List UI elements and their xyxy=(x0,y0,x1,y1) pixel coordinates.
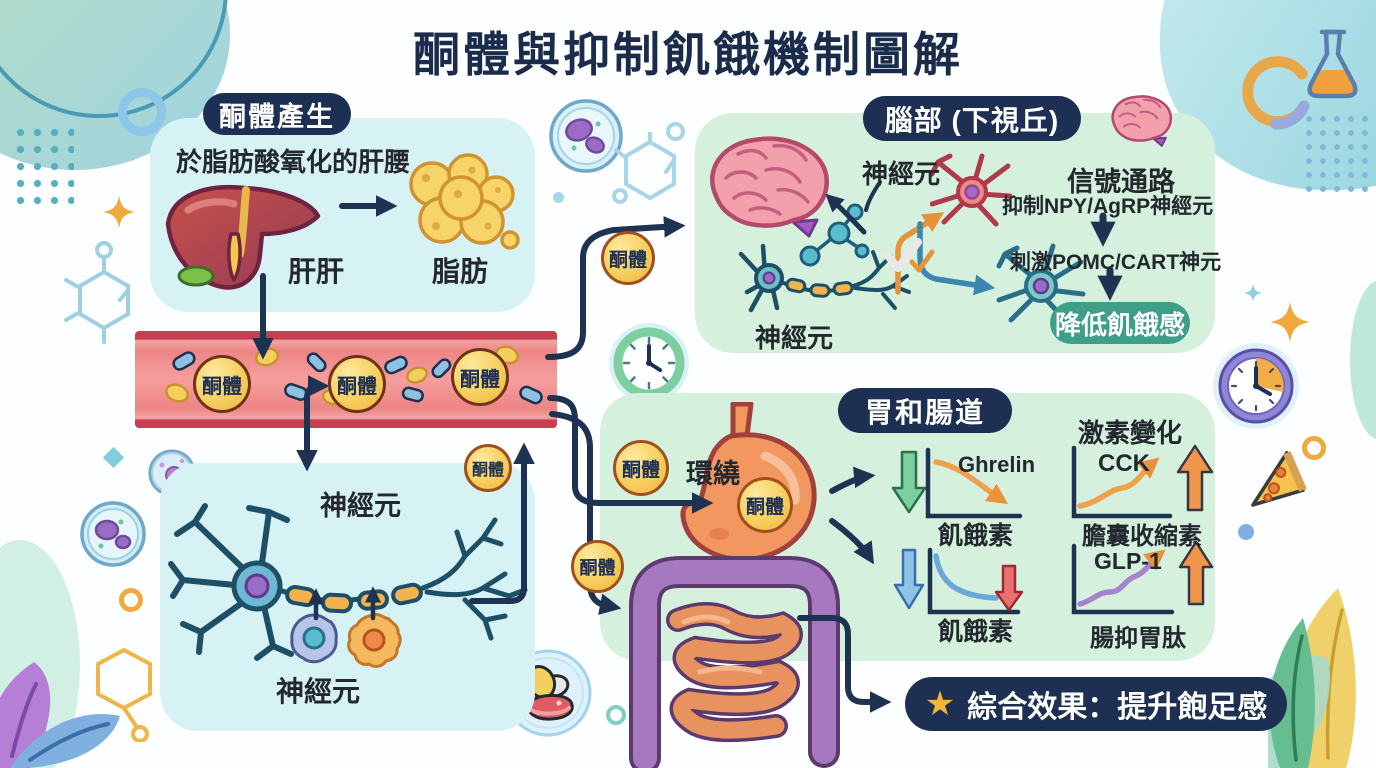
clock-icon-purple xyxy=(1212,342,1300,430)
blob-right-edge xyxy=(1350,280,1376,440)
dot-icon-middle xyxy=(553,192,564,203)
c-ring-icon xyxy=(1238,56,1314,132)
ring-icon-small-middle xyxy=(666,122,685,141)
glial-cell-blue xyxy=(288,612,340,664)
pizza-icon xyxy=(1236,442,1311,516)
fat-cells-illustration xyxy=(398,152,520,264)
ring-icon-orange-right xyxy=(1302,436,1326,460)
red-neuron-illustration xyxy=(930,152,1014,232)
pathway-title: 信號通路 xyxy=(1067,167,1175,197)
hunger-chart xyxy=(922,546,1022,618)
ketone-badge: 酮體 xyxy=(613,440,669,496)
neuron-box-top-label: 神經元 xyxy=(320,491,401,521)
summary-text: 綜合效果：提升飽足感 xyxy=(967,691,1268,724)
production-badge: 酮體產生 xyxy=(203,93,351,135)
dot-grid-top-right xyxy=(1302,112,1376,194)
ghrelin-chart xyxy=(920,446,1024,524)
star-icon: ★ xyxy=(924,685,956,723)
neuron-box-bottom-label: 神經元 xyxy=(276,676,361,707)
glp1-caption: 腸抑胃肽 xyxy=(1090,625,1186,652)
flask-icon xyxy=(1302,28,1364,102)
brain-neuron-illustration xyxy=(733,240,918,320)
brain-illustration xyxy=(698,126,838,256)
ketone-badge: 酮體 xyxy=(571,540,624,593)
page-title: 酮體與抑制飢餓機制圖解 xyxy=(413,28,963,81)
trend-down-arrow-red xyxy=(994,564,1024,612)
ring-icon-teal-bottom xyxy=(606,705,626,725)
sparkle-icon-teal-right xyxy=(1244,284,1262,302)
summary-banner: ★ 綜合效果：提升飽足感 xyxy=(905,677,1287,731)
ghrelin-label: Ghrelin xyxy=(958,452,1036,477)
sparkle-icon xyxy=(103,196,135,228)
trend-down-arrow-blue xyxy=(893,548,925,610)
ketone-badge: 酮體 xyxy=(328,355,386,413)
teal-neuron-illustration xyxy=(995,242,1087,330)
clock-icon-green xyxy=(608,322,690,404)
fat-label: 脂肪 xyxy=(432,256,489,287)
glp1-label: GLP-1 xyxy=(1094,548,1162,574)
circulate-label: 環繞 xyxy=(686,459,740,489)
glp1-chart xyxy=(1066,542,1178,620)
ketone-badge: 酮體 xyxy=(451,348,509,406)
pathway-step-stimulate: 刺激POMC/CART神元 xyxy=(1010,251,1222,274)
ring-icon-orange-left xyxy=(119,588,143,612)
ketone-badge: 酮體 xyxy=(193,355,251,413)
brain-neuron-top-label: 神經元 xyxy=(862,159,941,189)
hormones-title: 激素變化 xyxy=(1078,418,1183,448)
ketone-badge: 酮體 xyxy=(737,477,793,533)
dot-grid-left xyxy=(12,124,74,212)
molecule-icon-orange xyxy=(88,642,160,742)
molecule-icon-top-middle xyxy=(612,132,688,214)
result-badge: 降低飢餓感 xyxy=(1050,302,1190,344)
cell-icon-top-middle xyxy=(548,98,624,174)
cck-chart xyxy=(1066,444,1176,524)
cck-label: CCK xyxy=(1098,450,1150,477)
molecule-icon-left xyxy=(58,238,150,348)
leaves-bottom-right xyxy=(1268,548,1376,768)
dot-icon-blue-right xyxy=(1238,524,1254,540)
ring-icon-blue xyxy=(118,88,166,136)
production-subtitle: 於脂肪酸氧化的肝腰 xyxy=(176,147,411,177)
cck-caption: 膽囊收縮素 xyxy=(1082,523,1202,550)
ketone-badge: 酮體 xyxy=(464,444,512,492)
glial-cell-orange xyxy=(346,612,402,668)
intestine-illustration xyxy=(610,542,850,768)
trend-down-arrow-green xyxy=(891,450,927,514)
brain-neuron-bottom-label: 神經元 xyxy=(755,323,834,353)
hunger-caption: 飢餓素 xyxy=(938,618,1014,646)
sparkle-icon-orange-right xyxy=(1270,302,1310,342)
trend-up-arrow-orange-1 xyxy=(1176,444,1214,512)
ghrelin-caption: 飢餓素 xyxy=(938,522,1014,550)
trend-up-arrow-orange-2 xyxy=(1178,540,1214,606)
brain-badge: 腦部 (下視丘) xyxy=(863,96,1081,141)
small-brain-icon xyxy=(1104,90,1178,156)
gut-badge: 胃和腸道 xyxy=(838,388,1012,433)
plant-coral-bottom-left xyxy=(0,596,202,768)
pathway-step-inhibit: 抑制NPY/AgRP神經元 xyxy=(1002,195,1214,218)
ketone-badge: 酮體 xyxy=(601,231,655,285)
cell-icon-left-big xyxy=(79,500,147,568)
diamond-icon xyxy=(102,446,125,469)
liver-illustration xyxy=(150,176,330,302)
liver-label: 肝肝 xyxy=(288,256,345,287)
